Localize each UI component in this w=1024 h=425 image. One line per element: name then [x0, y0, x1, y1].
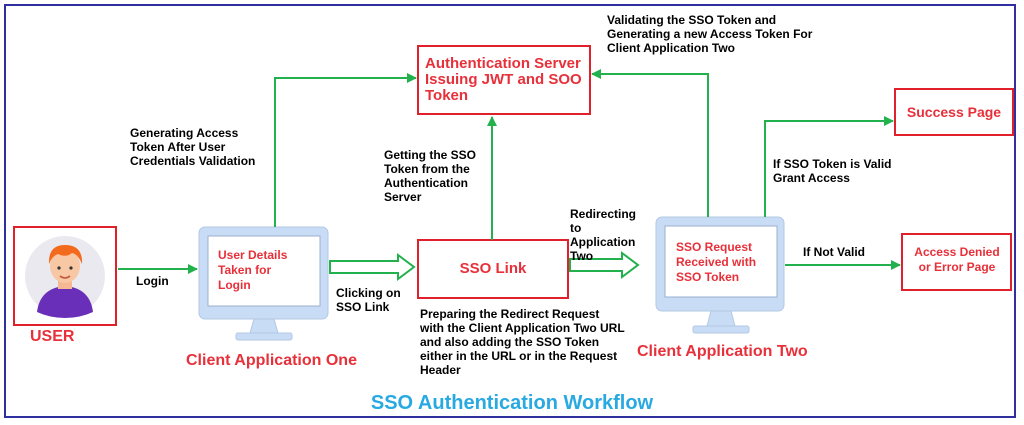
diagram-title: SSO Authentication Workflow: [370, 392, 654, 414]
user-caption: USER: [30, 328, 75, 345]
arrow-generating-token: [274, 73, 417, 227]
client-one-screen-text: User Details Taken for Login: [218, 248, 288, 292]
arrow-valid-to-success: [764, 116, 894, 217]
client-two-caption: Client Application Two: [637, 343, 808, 360]
auth-server-box: [417, 45, 591, 115]
access-denied-label: Access Denied or Error Page: [914, 245, 1000, 274]
arrow-sso-link-to-client-two: [569, 251, 640, 279]
client-two-monitor-icon: [655, 216, 785, 334]
arrow-client-one-to-sso-link: [329, 253, 416, 281]
client-two-screen-text: SSO Request Received with SSO Token: [676, 240, 757, 284]
sso-link-box: [417, 239, 569, 299]
access-denied-box: [901, 233, 1012, 291]
sso-link-label: SSO Link: [459, 260, 527, 277]
client-one-monitor-icon: [198, 226, 329, 341]
not-valid-label: If Not Valid: [803, 245, 866, 259]
preparing-redirect-label: Preparing the Redirect Request with the …: [420, 307, 625, 377]
validating-token-label: Validating the SSO Token and Generating …: [607, 13, 813, 55]
getting-sso-token-label: Getting the SSO Token from the Authentic…: [384, 148, 477, 204]
clicking-sso-link-label: Clicking on SSO Link: [336, 286, 401, 314]
arrow-validating-token: [591, 69, 709, 217]
login-label: Login: [136, 274, 169, 288]
success-page-label: Success Page: [906, 104, 1002, 120]
auth-server-label: Authentication Server Issuing JWT and SO…: [425, 55, 582, 104]
diagram-frame: [4, 4, 1016, 418]
success-page-box: [894, 88, 1014, 136]
generating-token-label: Generating Access Token After User Crede…: [130, 126, 256, 168]
valid-grant-label: If SSO Token is Valid Grant Access: [773, 157, 892, 185]
redirecting-label: Redirecting to Application Two: [570, 207, 637, 263]
client-one-caption: Client Application One: [186, 352, 357, 369]
user-avatar-icon: [25, 236, 105, 318]
